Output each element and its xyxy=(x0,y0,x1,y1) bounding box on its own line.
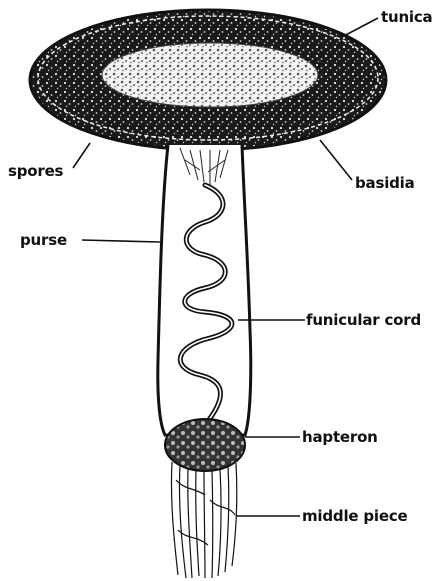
leader-basidia xyxy=(320,140,352,180)
label-basidia: basidia xyxy=(355,174,415,192)
label-hapteron: hapteron xyxy=(302,428,378,446)
label-funicular-cord: funicular cord xyxy=(306,311,421,329)
label-purse: purse xyxy=(20,231,67,249)
middle-piece xyxy=(171,462,236,578)
label-middle-piece: middle piece xyxy=(302,507,408,525)
leader-purse xyxy=(82,240,160,242)
label-spores: spores xyxy=(8,162,63,180)
cap-inner xyxy=(102,43,318,107)
hapteron xyxy=(165,419,245,471)
leader-spores xyxy=(73,143,90,168)
label-tunica: tunica xyxy=(381,8,432,26)
leader-tunica xyxy=(340,18,378,38)
